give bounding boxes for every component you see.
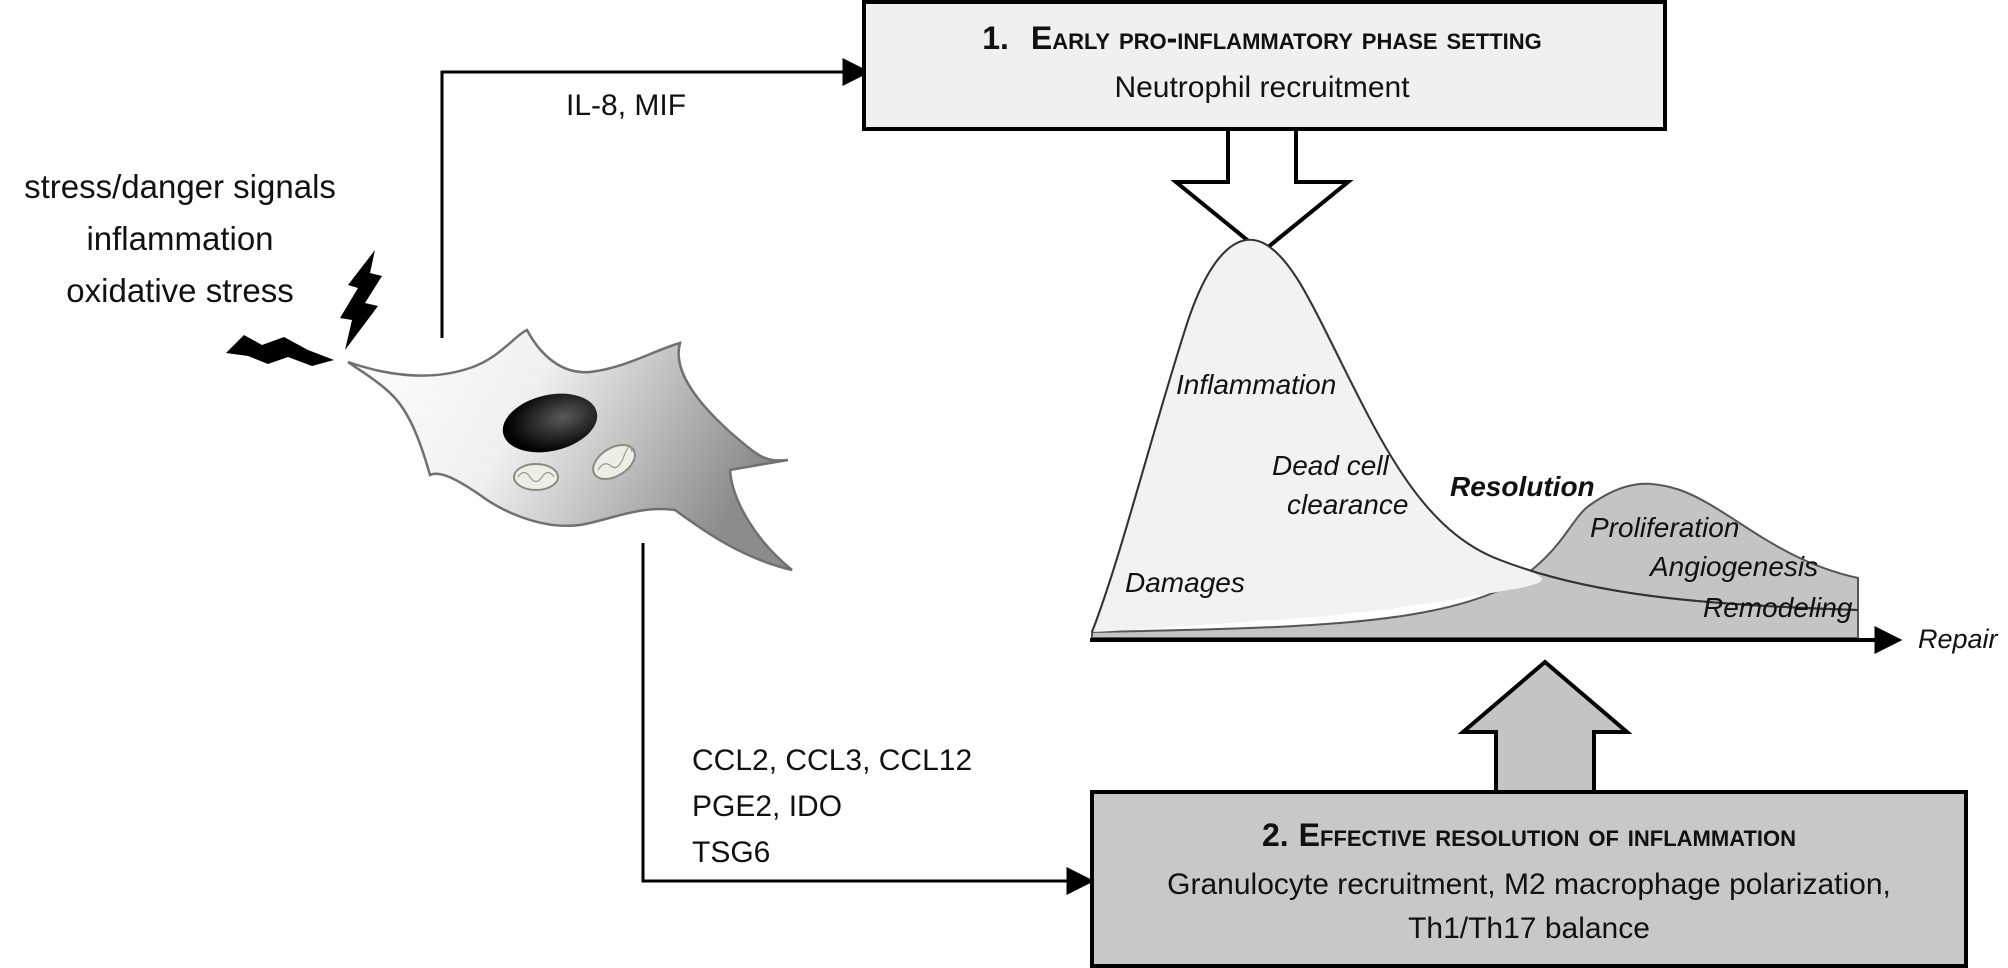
svg-text:2.Effective resolution of infl: 2. Effective resolution of inflammation (1262, 817, 1796, 853)
label-remodeling: Remodeling (1703, 592, 1853, 623)
big-arrow-up (1457, 659, 1633, 794)
mitochondrion (513, 463, 559, 491)
axis-label-repair: Repair (1918, 624, 1999, 654)
stem-cell-illustration (347, 328, 793, 572)
resolution-number: 2. (1262, 817, 1289, 853)
signal-arrow-top (440, 58, 871, 338)
label-dead-cell: Dead cell (1272, 450, 1390, 481)
early-phase-subtitle: Neutrophil recruitment (1114, 71, 1410, 104)
label-damages: Damages (1125, 567, 1245, 598)
label-resolution: Resolution (1450, 471, 1595, 502)
nucleus (502, 393, 598, 453)
label-clearance: clearance (1287, 489, 1408, 520)
resolution-box: 2. Effective resolution of inflammation G… (1090, 790, 1968, 968)
repair-curve (1091, 482, 1859, 639)
early-phase-box: 1. Early pro-inflammatory phase setting N… (862, 0, 1667, 131)
early-phase-title: Early pro-inflammatory phase setting (1031, 20, 1542, 56)
lightning-bolt-icon (226, 335, 334, 366)
bottom-arrow-label-3: TSG6 (692, 836, 770, 869)
inflammation-curve-outline (1091, 239, 1859, 633)
resolution-line-2: Th1/Th17 balance (1408, 912, 1650, 945)
bottom-arrow-label-2: PGE2, IDO (692, 790, 842, 823)
label-proliferation: Proliferation (1590, 512, 1739, 543)
label-inflammation: Inflammation (1176, 369, 1336, 400)
lightning-bolt-icon (340, 250, 382, 350)
signal-arrow-bottom (641, 543, 1095, 895)
bottom-arrow-label-1: CCL2, CCL3, CCL12 (692, 744, 972, 777)
stress-signal-line-2: inflammation (86, 220, 273, 257)
resolution-line-1: Granulocyte recruitment, M2 macrophage p… (1167, 868, 1891, 901)
top-arrow-label: IL-8, MIF (566, 89, 686, 122)
stress-signal-line-3: oxidative stress (66, 272, 293, 309)
stress-signal-line-1: stress/danger signals (24, 168, 336, 205)
inflammation-curve-fill (1092, 239, 1542, 632)
label-angiogenesis: Angiogenesis (1648, 551, 1818, 582)
resolution-title: Effective resolution of inflammation (1299, 817, 1796, 853)
big-arrow-down (1170, 127, 1354, 255)
svg-text:1.Early pro-inflammatory phase: 1. Early pro-inflammatory phase setting (982, 20, 1542, 56)
early-phase-number: 1. (982, 20, 1009, 56)
